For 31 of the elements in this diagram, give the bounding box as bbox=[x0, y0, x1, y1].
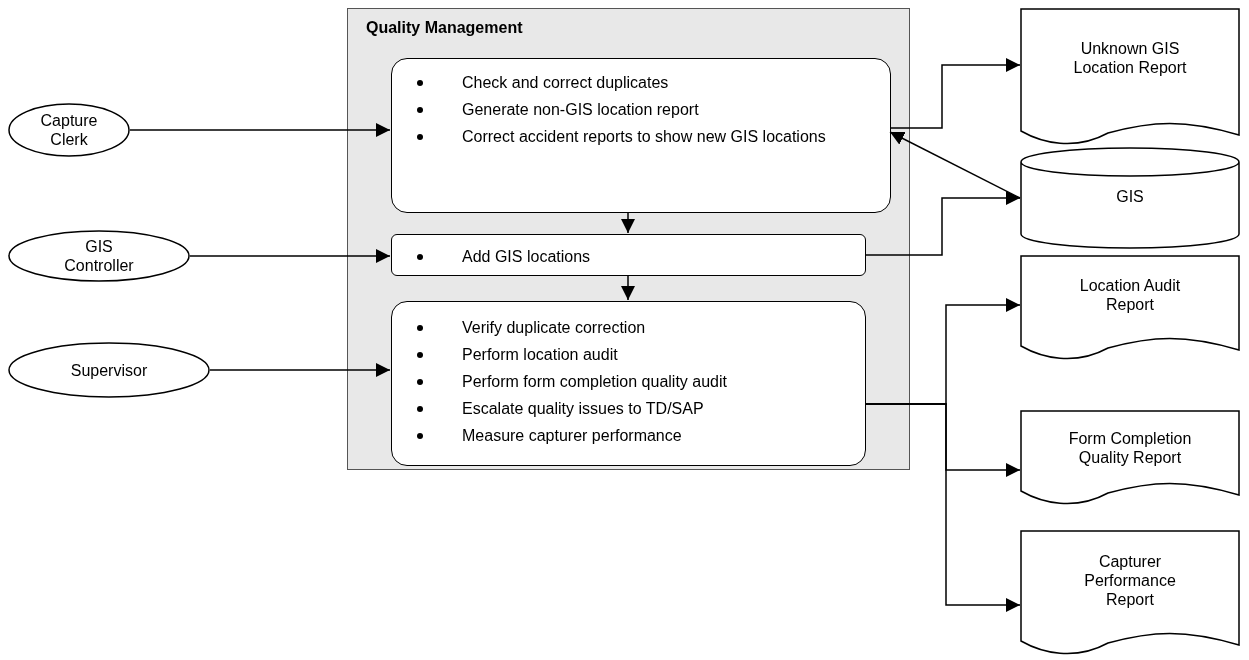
actor-label: Capture Clerk bbox=[39, 111, 99, 149]
group-panel bbox=[347, 8, 910, 470]
process-box bbox=[391, 58, 891, 213]
arrow bbox=[621, 274, 635, 301]
arrow bbox=[864, 191, 1021, 256]
document-label: Capturer Performance Report bbox=[1083, 551, 1177, 609]
task-text: Perform location audit bbox=[462, 346, 618, 363]
actor-label: Supervisor bbox=[70, 360, 148, 380]
process-box bbox=[391, 301, 866, 466]
task-text: Escalate quality issues to TD/SAP bbox=[462, 400, 704, 417]
task-text: Correct accident reports to show new GIS locations bbox=[462, 128, 826, 145]
group-title: Quality Management bbox=[366, 19, 523, 37]
arrow bbox=[889, 58, 1021, 129]
arrow bbox=[209, 363, 391, 377]
arrow bbox=[189, 249, 391, 263]
document-label: Location Audit Report bbox=[1078, 276, 1182, 314]
actor-label: GIS Controller bbox=[64, 237, 134, 275]
task-text: Generate non-GIS location report bbox=[462, 101, 699, 118]
process-box bbox=[391, 234, 866, 276]
arrow bbox=[621, 211, 635, 234]
task-text: Verify duplicate correction bbox=[462, 319, 646, 336]
arrow bbox=[889, 131, 1021, 199]
document-label: Form Completion Quality Report bbox=[1067, 428, 1193, 467]
arrow bbox=[864, 403, 1021, 612]
task-text: Add GIS locations bbox=[462, 248, 591, 265]
document-label: Unknown GIS Location Report bbox=[1072, 39, 1188, 77]
task-text: Check and correct duplicates bbox=[462, 74, 669, 91]
task-text: Measure capturer performance bbox=[462, 427, 682, 444]
database-label: GIS bbox=[1116, 186, 1144, 206]
task-text: Perform form completion quality audit bbox=[462, 373, 727, 390]
arrow bbox=[129, 123, 391, 137]
